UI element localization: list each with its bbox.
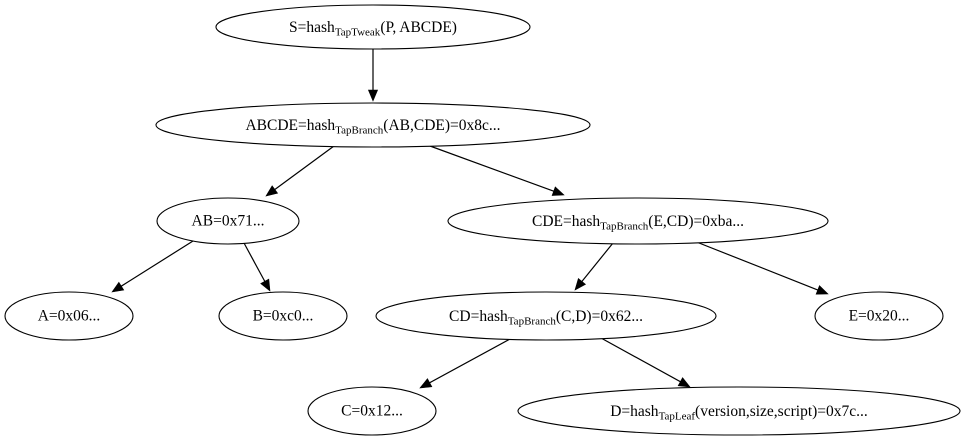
node-ellipse — [447, 197, 829, 245]
node-cde[interactable]: CDE=hashTapBranch(E,CD)=0xba... — [447, 197, 829, 245]
edge-arrowhead — [419, 378, 433, 389]
node-label: CD=hashTapBranch(C,D)=0x62... — [449, 308, 643, 327]
node-ellipse — [218, 291, 348, 341]
node-s[interactable]: S=hashTapTweak(P, ABCDE) — [215, 4, 531, 50]
edge-arrowhead — [574, 278, 587, 291]
node-abcde[interactable]: ABCDE=hashTapBranch(AB,CDE)=0x8c... — [155, 102, 591, 148]
edge-arrowhead — [815, 285, 829, 295]
node-d[interactable]: D=hashTapLeaf(version,size,script)=0x7c.… — [517, 386, 961, 436]
edge-line — [693, 240, 820, 292]
node-label: D=hashTapLeaf(version,size,script)=0x7c.… — [610, 403, 868, 422]
edge-line — [119, 240, 194, 288]
edge-line — [600, 337, 682, 383]
node-ellipse — [307, 386, 437, 436]
node-b[interactable]: B=0xc0... — [218, 291, 348, 341]
edge-cd-to-c — [419, 338, 511, 389]
node-ellipse — [155, 102, 591, 148]
node-label: E=0x20... — [849, 308, 910, 325]
node-c[interactable]: C=0x12... — [307, 386, 437, 436]
edge-line — [428, 338, 511, 384]
edge-line — [273, 145, 335, 191]
node-ellipse — [156, 197, 300, 245]
edge-cde-to-cd — [574, 242, 614, 291]
node-a[interactable]: A=0x06... — [4, 291, 134, 341]
edge-arrowhead — [111, 281, 125, 293]
edge-arrowhead — [260, 278, 271, 292]
edge-cde-to-e — [693, 240, 829, 295]
node-label: S=hashTapTweak(P, ABCDE) — [289, 19, 457, 38]
node-cd[interactable]: CD=hashTapBranch(C,D)=0x62... — [375, 291, 717, 341]
edge-ab-to-a — [111, 240, 194, 293]
node-label: AB=0x71... — [192, 213, 265, 230]
edge-line — [580, 242, 614, 283]
edge-arrowhead — [677, 377, 691, 388]
node-label: B=0xc0... — [253, 308, 314, 325]
node-label: ABCDE=hashTapBranch(AB,CDE)=0x8c... — [245, 117, 500, 136]
node-e[interactable]: E=0x20... — [814, 291, 944, 341]
edges-layer — [111, 49, 829, 389]
edge-arrowhead — [367, 89, 379, 102]
edge-arrowhead — [551, 186, 565, 196]
node-label: C=0x12... — [341, 403, 403, 420]
node-ellipse — [814, 291, 944, 341]
edge-s-to-abcde — [367, 49, 379, 102]
node-ellipse — [4, 291, 134, 341]
edge-cd-to-d — [600, 337, 691, 388]
edge-abcde-to-cde — [429, 145, 565, 196]
nodes-layer: S=hashTapTweak(P, ABCDE) ABCDE=hashTapBra… — [4, 4, 961, 436]
edge-abcde-to-ab — [265, 145, 335, 197]
node-label: CDE=hashTapBranch(E,CD)=0xba... — [532, 213, 744, 232]
node-ellipse — [375, 291, 717, 341]
edge-line — [243, 242, 267, 283]
node-label: A=0x06... — [38, 308, 101, 325]
node-ab[interactable]: AB=0x71... — [156, 197, 300, 245]
edge-arrowhead — [265, 185, 279, 197]
edge-line — [429, 145, 556, 193]
edge-ab-to-b — [243, 242, 271, 292]
node-ellipse — [215, 4, 531, 50]
node-ellipse — [517, 386, 961, 436]
